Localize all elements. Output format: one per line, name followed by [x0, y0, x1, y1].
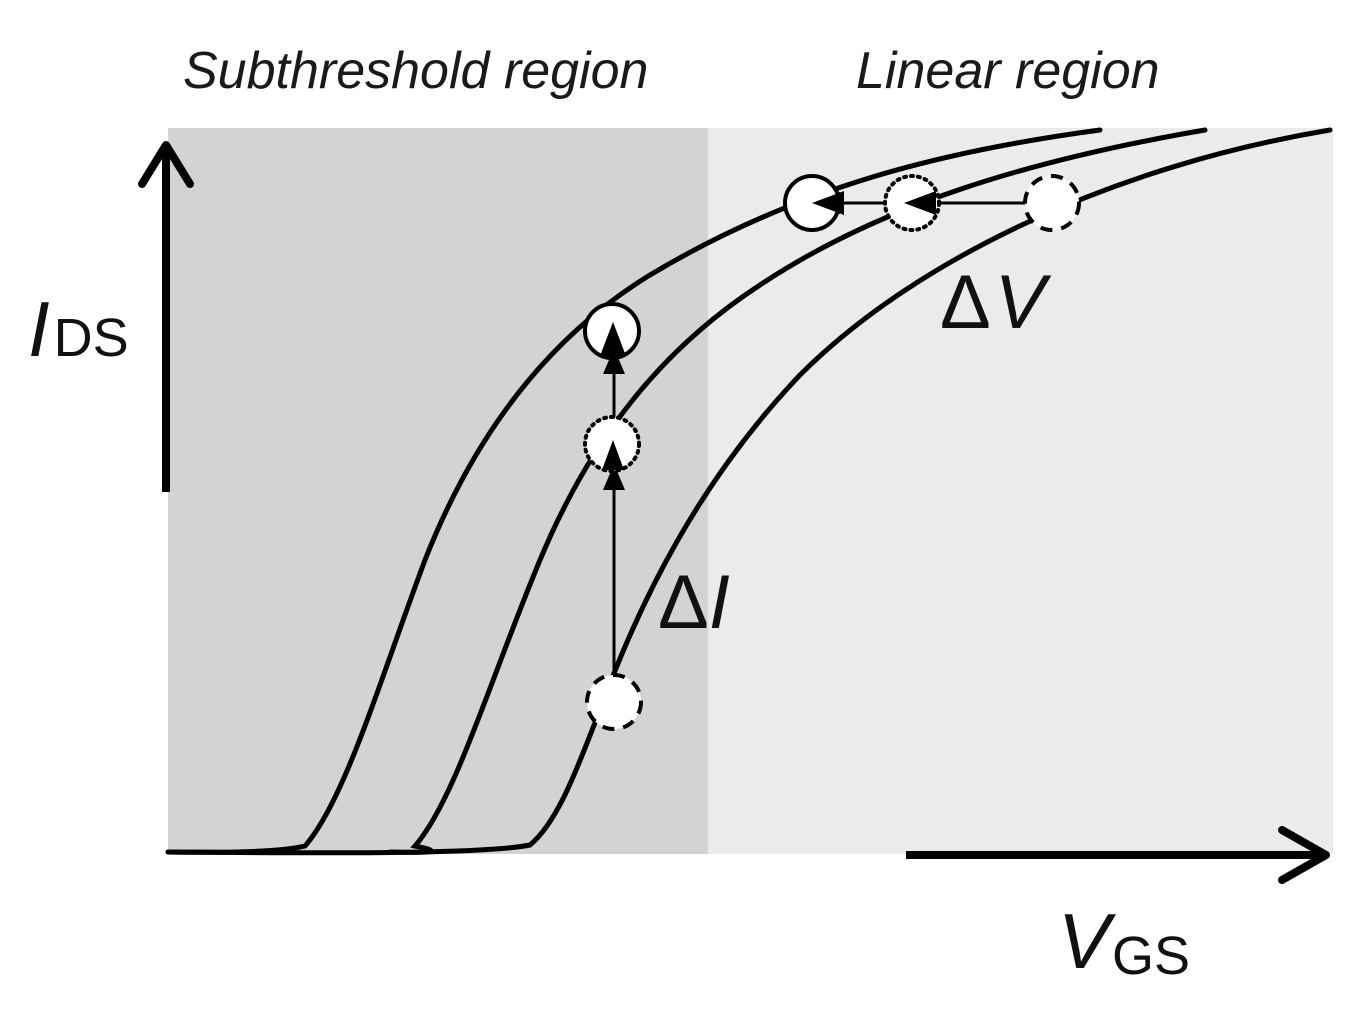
marker-dashed-bottom	[585, 673, 643, 731]
delta-v-symbol: Δ	[940, 260, 991, 345]
linear-region-band	[708, 128, 1333, 854]
voltage-shift-arrowhead-left	[812, 191, 844, 215]
marker-dashed-top	[1023, 174, 1081, 232]
delta-i-var: I	[709, 560, 730, 645]
subthreshold-region-label: Subthreshold region	[183, 42, 648, 100]
voltage-shift-arrowhead-right	[904, 191, 936, 215]
delta-i-symbol: Δ	[658, 560, 709, 645]
linear-region-label: Linear region	[856, 42, 1160, 100]
current-shift-arrowhead-lower	[602, 440, 624, 470]
subthreshold-region-band	[168, 128, 708, 854]
delta-v-var: V	[995, 260, 1052, 345]
x-axis-label-var: V	[1058, 897, 1117, 985]
delta-i-label: ΔI	[658, 560, 730, 645]
current-shift-arrowhead-upper	[600, 322, 626, 356]
y-axis-label-sub: DS	[54, 308, 129, 368]
x-axis-arrow-head	[1278, 826, 1330, 884]
x-axis-label: VGS	[1058, 897, 1190, 986]
x-axis-label-sub: GS	[1112, 926, 1190, 986]
y-axis-label-var: I	[28, 285, 50, 373]
transfer-curve-right	[165, 127, 1333, 856]
transfer-curve-left	[165, 127, 1103, 855]
y-axis-label: IDS	[28, 285, 129, 373]
y-axis-arrow-head	[138, 141, 194, 188]
delta-v-label: ΔV	[940, 260, 1052, 345]
